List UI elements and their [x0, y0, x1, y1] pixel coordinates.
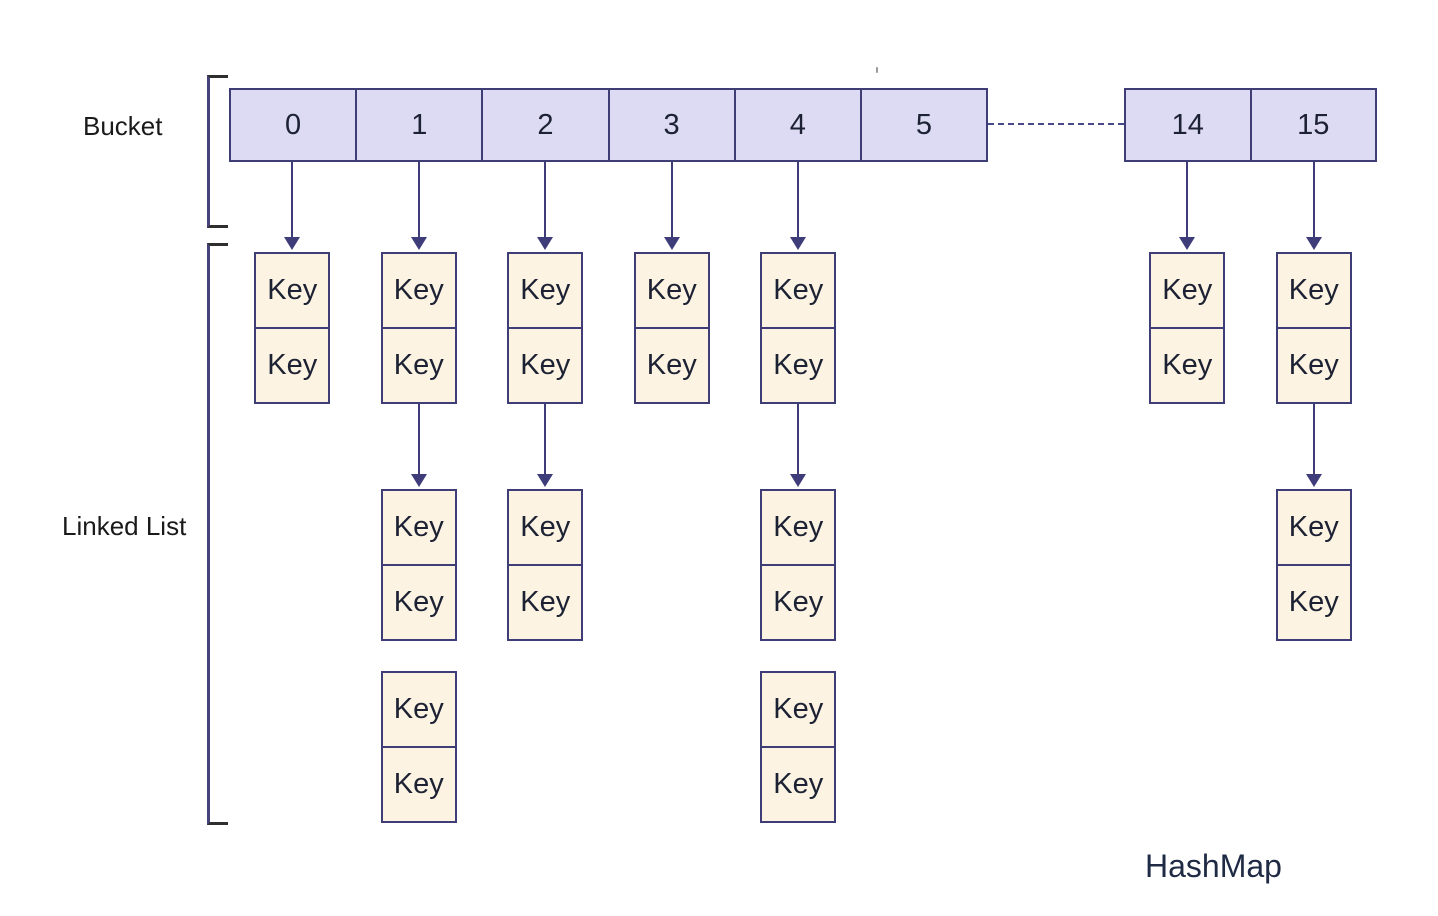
bucket-label: Bucket — [83, 111, 163, 141]
bucket-row-tail: 14 15 — [1124, 88, 1377, 162]
key-cell: Key — [1288, 586, 1339, 618]
arrow-down-icon — [537, 237, 554, 250]
bucket-cell-14: 14 — [1126, 90, 1252, 160]
linked-list-label: Linked List — [62, 511, 187, 541]
bucket-cell-5: 5 — [915, 108, 933, 141]
key-cell: Key — [393, 349, 444, 381]
arrow-down-icon — [284, 237, 301, 250]
key-cell: Key — [256, 254, 329, 329]
arrow-down-icon — [790, 237, 807, 250]
bucket-cell-2: 2 — [483, 90, 610, 160]
key-cell: Key — [393, 768, 444, 800]
arrow-down-icon — [537, 474, 554, 487]
key-cell: Key — [509, 254, 582, 329]
key-cell: Key — [773, 349, 824, 381]
linked-list-bracket — [207, 243, 228, 825]
arrow-down-icon — [410, 237, 427, 250]
arrow-line — [1312, 162, 1315, 239]
arrow-down-icon — [410, 474, 427, 487]
bucket-cell-0: 0 — [231, 90, 358, 160]
key-cell: Key — [509, 491, 582, 566]
key-cell: Key — [773, 586, 824, 618]
key-cell: Key — [267, 349, 318, 381]
arrow-down-icon — [1179, 237, 1196, 250]
arrow-line — [417, 404, 420, 476]
key-cell: Key — [1162, 349, 1213, 381]
arrow-down-icon — [663, 237, 680, 250]
key-cell: Key — [520, 586, 571, 618]
arrow-line — [544, 404, 547, 476]
key-cell: Key — [646, 349, 697, 381]
arrow-line — [797, 404, 800, 476]
bucket-bracket — [207, 75, 228, 228]
arrow-line — [544, 162, 547, 239]
bucket-cell-4: 4 — [736, 90, 862, 160]
diagram-title: HashMap — [1145, 848, 1282, 884]
key-cell: Key — [762, 254, 835, 329]
key-cell: Key — [393, 586, 444, 618]
arrow-down-icon — [790, 474, 807, 487]
key-cell: Key — [382, 673, 455, 748]
arrow-line — [1186, 162, 1189, 239]
arrow-line — [417, 162, 420, 239]
key-cell: Key — [520, 349, 571, 381]
key-cell: Key — [1277, 491, 1350, 566]
arrow-down-icon — [1305, 474, 1322, 487]
key-cell: Key — [1151, 254, 1224, 329]
arrow-line — [1312, 404, 1315, 476]
key-cell: Key — [382, 254, 455, 329]
bucket-cell-1: 1 — [357, 90, 484, 160]
key-cell: Key — [635, 254, 708, 329]
arrow-line — [291, 162, 294, 239]
arrow-down-icon — [1305, 237, 1322, 250]
key-cell: Key — [1288, 349, 1339, 381]
key-cell: Key — [773, 768, 824, 800]
stray-mark — [876, 67, 878, 73]
key-cell: Key — [762, 491, 835, 566]
key-cell: Key — [382, 491, 455, 566]
ellipsis-dashed-connector — [988, 123, 1124, 125]
key-cell: Key — [762, 673, 835, 748]
key-cell: Key — [1277, 254, 1350, 329]
bucket-cell-3: 3 — [610, 90, 736, 160]
bucket-cell-15: 15 — [1297, 108, 1330, 141]
arrow-line — [670, 162, 673, 239]
arrow-line — [797, 162, 800, 239]
